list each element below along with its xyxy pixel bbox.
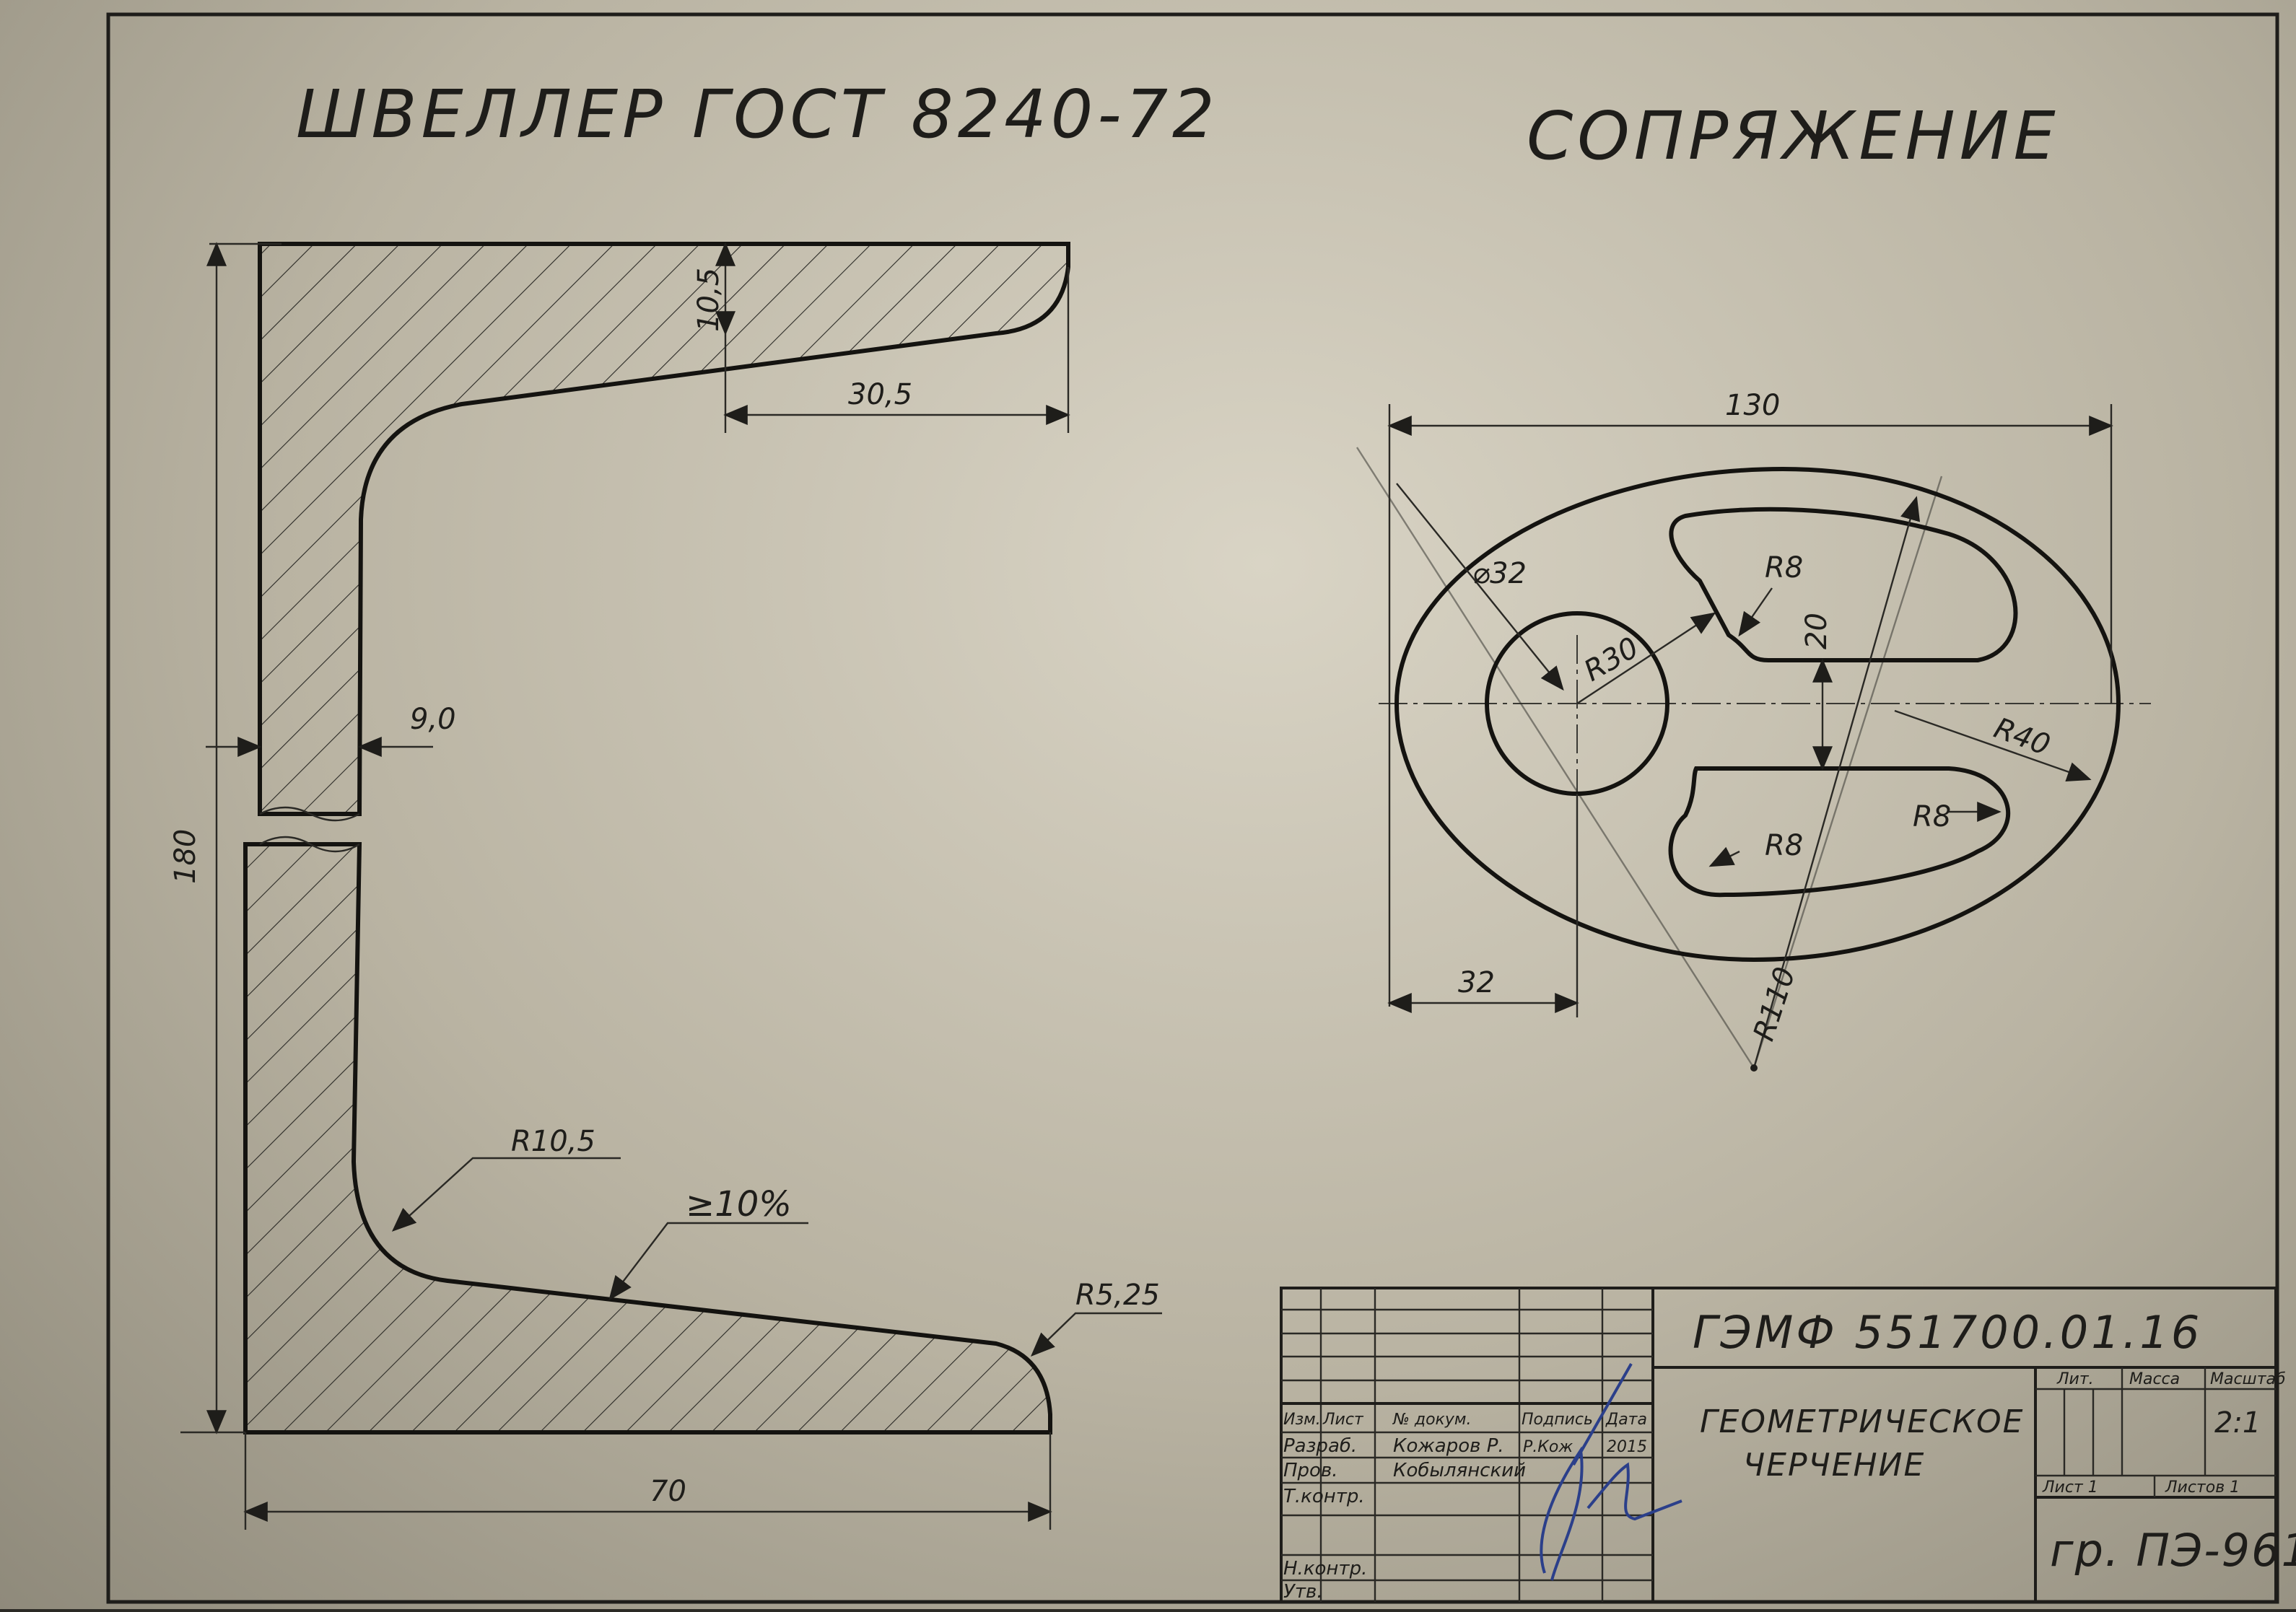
coupling-outer-contour <box>1394 466 2121 963</box>
coupling-slot-lower <box>1668 766 2010 898</box>
construction-line-1 <box>1356 447 1755 1069</box>
tb-name-line1: ГЕОМЕТРИЧЕСКОЕ <box>1700 1403 2024 1440</box>
leader-r110 <box>1752 496 1921 1069</box>
tb-hdr-date: Дата <box>1605 1411 1647 1429</box>
dim-height: 180 <box>169 829 202 884</box>
leader-r5-25 <box>1030 1312 1162 1357</box>
sheet-frame <box>106 12 2279 1604</box>
dim-slope: ≥10% <box>686 1184 792 1225</box>
leader-r30 <box>1576 612 1716 705</box>
title-coupling: СОПРЯЖЕНИЕ <box>1527 97 2060 175</box>
dim-overall-width: 130 <box>1725 389 1780 422</box>
tb-sheet: Лист 1 <box>2042 1479 2098 1497</box>
tb-sign-razrab: Р.Кож <box>1523 1438 1573 1456</box>
tb-hdr-list: Лист <box>1322 1411 1364 1429</box>
dim-radius-8-lower-right: R8 <box>1913 800 1951 833</box>
leader-r8-lower-left <box>1708 846 1740 867</box>
tb-name-line2: ЧЕРЧЕНИЕ <box>1743 1447 1925 1484</box>
break-line-top <box>259 806 360 822</box>
leader-slope <box>608 1222 808 1301</box>
tb-group: гр. ПЭ-961 <box>2050 1524 2296 1577</box>
tb-massa: Масса <box>2129 1370 2180 1388</box>
leader-r40 <box>1894 709 2092 781</box>
tb-row-tkont: Т.контр. <box>1283 1486 1365 1507</box>
leader-r8-top <box>1738 587 1773 637</box>
dim-offset: 32 <box>1458 966 1495 999</box>
dim-radius-inner: R10,5 <box>511 1125 595 1158</box>
leader-hole-diameter <box>1396 483 1564 691</box>
tb-lit: Лит. <box>2056 1370 2094 1388</box>
tb-razrab-name: Кожаров Р. <box>1393 1435 1504 1457</box>
channel-upper-profile <box>258 242 1070 816</box>
dim-flange-width: 30,5 <box>848 378 912 411</box>
break-line-bottom <box>259 836 360 853</box>
tb-hdr-sign: Подпись <box>1522 1411 1593 1429</box>
dim-radius-tip: R5,25 <box>1075 1279 1160 1312</box>
dim-hole-diameter: ⌀32 <box>1472 557 1527 590</box>
tb-row-razrab: Разраб. <box>1283 1435 1357 1457</box>
dim-radius-8-top: R8 <box>1765 551 1803 584</box>
tb-hdr-doc: № докум. <box>1392 1411 1471 1429</box>
r110-center-point <box>1750 1064 1758 1072</box>
tb-row-utv: Утв. <box>1283 1581 1323 1603</box>
title-block: ГЭМФ 551700.01.16 ГЕОМЕТРИЧЕСКОЕ ЧЕРЧЕНИ… <box>1280 1287 2296 1603</box>
channel-lower-profile <box>243 842 1052 1434</box>
leader-r10-5 <box>391 1157 621 1232</box>
tb-hdr-izm: Изм. <box>1283 1411 1321 1429</box>
coupling-slot-upper <box>1669 507 2018 662</box>
title-block-frame <box>1280 1287 2277 1603</box>
dim-radius-30: R30 <box>1579 631 1644 688</box>
construction-line-2 <box>1752 476 1943 1069</box>
tb-row-prov: Пров. <box>1283 1460 1338 1481</box>
dim-flange-thickness: 10,5 <box>692 268 725 332</box>
tb-row-nkont: Н.контр. <box>1283 1558 1367 1580</box>
tb-prov-name: Кобылянский <box>1393 1460 1526 1481</box>
tb-scale: 2:1 <box>2214 1406 2261 1440</box>
tb-masshtab: Масштаб <box>2210 1370 2286 1388</box>
dim-radius-8-lower-left: R8 <box>1765 829 1803 862</box>
tb-sheets: Листов 1 <box>2165 1479 2240 1497</box>
title-channel: ШВЕЛЛЕР ГОСТ 8240-72 <box>296 76 1219 153</box>
dim-radius-40: R40 <box>1990 711 2055 762</box>
tb-code: ГЭМФ 551700.01.16 <box>1693 1306 2202 1359</box>
channel-section: 10,5 30,5 9,0 180 70 R10,5 ≥10% R5,25 <box>169 242 1162 1530</box>
dim-web-thickness: 9,0 <box>410 703 456 736</box>
coupling-figure: 130 ⌀32 R30 R8 20 R40 R8 R8 32 R110 <box>1356 389 2151 1072</box>
dim-gap: 20 <box>1800 613 1833 649</box>
dim-radius-110: R110 <box>1747 963 1802 1045</box>
dim-width: 70 <box>650 1475 686 1508</box>
signature-ink <box>1540 1363 1682 1581</box>
tb-date-razrab: 2015 <box>1607 1438 1647 1456</box>
